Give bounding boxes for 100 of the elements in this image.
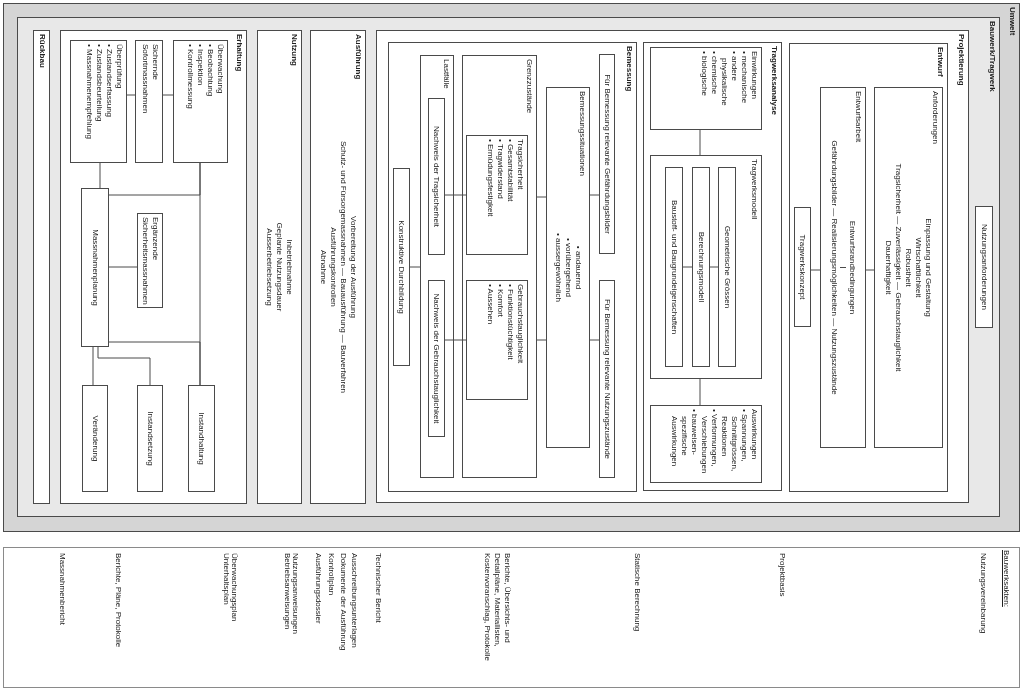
process-box [137,213,163,308]
process-box [188,385,215,492]
box-heading: Tragsicherheit [515,139,525,192]
connector-line [536,339,547,341]
box-text: Ausführungskontrollen [328,227,338,307]
box-text: Vorbereitung der Ausführung [348,216,358,318]
box-heading: Tragwerksmodell [749,159,759,220]
list-item: • Gesamtstabilität [505,139,515,204]
list-item: • Ermüdungsfestigkeit [485,139,495,219]
connector-line [699,378,701,406]
section-panel [789,43,948,492]
list-item: • Verformungen, Verschiebungen [699,409,719,476]
box-label: Für Bemessung relevante Nutzungszustände [602,298,612,460]
box-heading: Einwirkungen [749,51,759,102]
phase-panel [257,30,302,504]
box-text: Gefährdungsbilder — Realisierungsmöglichkeiten — Nutzungszustände [829,140,839,395]
list-item: • andauernd [573,244,583,292]
panel-heading: Bauwerksakten: [1001,550,1011,607]
box-text: Dauerhaftigkeit [883,240,894,295]
box-label: Berechnungsmodell [696,231,706,303]
box-heading: Anforderungen [930,91,940,144]
process-box [650,47,762,130]
box-label: Nachweis der Gebrauchstauglichkeit [431,293,442,424]
list-item: • Zustandsbeurteilung [94,44,104,124]
list-item: • Tragwiderstand [495,139,505,201]
document-name: Projektbasis [777,553,787,597]
box-label: Instandsetzung [145,411,155,466]
box-heading: Auswirkungen [749,409,759,462]
process-box [82,385,108,492]
list-item: • Beobachtung [205,44,215,99]
box-heading: Überprüfung [114,44,124,91]
process-box [81,188,109,347]
list-item: • vorübergehend [563,237,573,299]
section-heading: Tragwerksanalyse [769,46,779,115]
phase-panel [33,30,50,504]
section-panel [643,42,782,491]
process-box [794,207,811,327]
list-item: • mechanische [739,51,749,106]
box-heading: Überwachung [215,44,225,96]
section-heading: Ausführung [353,34,363,80]
document-name: Nutzungsvereinbarung [978,553,988,634]
box-heading: Lastfälle [441,59,451,89]
document-name: Massnahmenbericht [57,553,67,626]
process-box [135,40,163,163]
list-item: • aussergewöhnlich [553,232,563,303]
process-box [599,54,615,254]
box-label: Konstruktive Durchbildung [396,220,407,314]
box-text: Tragsicherheit — Zuverlässigkeit — Gebrauchstauglichkeit [893,163,904,372]
connector-line [92,346,94,386]
process-box [428,98,445,255]
box-text: Wirtschaftlichkeit [913,237,924,298]
document-name: Nutzungsanweisungen [291,553,300,634]
list-item: • Funktionstüchtigkeit [505,284,515,362]
connector-line [162,94,174,96]
document-name: Technischer Bericht [373,553,383,623]
process-box [466,135,528,255]
process-box [874,87,943,448]
box-label: Veränderung [90,415,100,462]
list-item: • Massnahmenempfehlung [84,44,94,141]
process-box [393,168,410,366]
list-item: • bauweisen- spezifische Auswirkungen [669,409,699,469]
process-box [137,385,163,492]
list-item: • Kontrollmessung [185,44,195,111]
document-name: Unterhaltsplan [221,553,231,605]
box-heading: Entwurfsarbeit [853,91,863,143]
process-box [692,167,710,367]
box-label: Geometrische Grössen [722,225,732,309]
section-heading: Entwurf [935,47,945,77]
document-name: Dokumente der Ausführung [338,553,348,651]
document-name: Berichte, Pläne, Protokolle [113,553,123,648]
box-label: Instandhaltung [196,412,207,465]
list-item: • Aussehen [485,284,495,327]
connector-line [589,339,600,341]
box-label: Nachweis der Tragsicherheit [431,126,442,227]
process-box [70,40,127,163]
process-box [428,280,445,437]
list-item: • biologische [699,51,709,99]
phase-panel [60,30,247,504]
connector-line [126,94,136,96]
phase-panel [310,30,366,504]
document-name: Überwachungsplan [230,553,239,622]
box-text: Abnahme [318,249,328,285]
connector-line [97,346,151,386]
connector-line [199,162,201,386]
section-heading: Erhaltung [234,34,244,72]
document-name: Statische Berechnung [632,553,642,632]
process-box [546,87,590,448]
connector-line [409,266,421,268]
box-text: Einpassung und Gestaltung [923,218,934,317]
connector-line [589,194,600,196]
box-label: Für Bemessung relevante Gefährdungsbilder [602,74,612,234]
process-box [173,40,228,163]
box-label: Tragwerkskonzept [797,234,808,300]
process-box [665,167,683,367]
process-box [650,405,762,483]
box-text: Robustheit [903,248,914,287]
connector-line [536,196,547,198]
process-box [820,87,866,448]
box-text: Schutz- und Fürsorgemassnahmen — Bauausführung — Bauverfahren [338,140,348,394]
process-box [975,206,993,328]
